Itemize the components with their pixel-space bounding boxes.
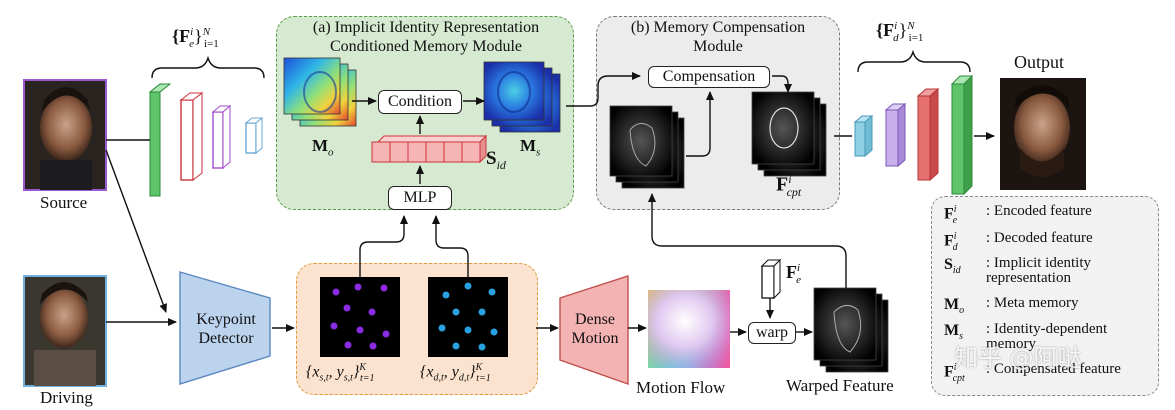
- output-image: [1000, 78, 1086, 190]
- identity-memory-label: Ms: [520, 136, 541, 159]
- panel-b-title-line2: Module: [693, 38, 743, 55]
- legend-panel: [931, 196, 1159, 396]
- legend-row-encoded: Fie : Encoded feature: [944, 203, 1092, 226]
- legend-text-compensated: : Compensated feature: [986, 361, 1121, 377]
- warped-feature-stack-b: [609, 105, 685, 189]
- dense-motion-label: Dense Motion: [564, 310, 626, 348]
- meta-memory-label: Mo: [312, 136, 334, 159]
- output-label: Output: [1014, 52, 1065, 72]
- condition-box: Condition: [378, 90, 462, 114]
- condition-label: Condition: [387, 93, 452, 110]
- panel-a-title: (a) Implicit Identity Representation Con…: [287, 18, 565, 56]
- panel-b-title: (b) Memory Compensation Module: [600, 18, 836, 56]
- warp-label: warp: [756, 324, 788, 341]
- motion-flow-label: Motion Flow: [636, 378, 726, 397]
- keypoint-detector-line2: Detector: [198, 330, 254, 347]
- legend-row-identity-memory: Ms : Identity-dependent memory: [944, 322, 1146, 352]
- identity-vector: [371, 134, 488, 164]
- compensated-feature-stack: [751, 91, 827, 177]
- compensated-feature-label: Ficpt: [776, 172, 802, 199]
- source-keypoints-image: [320, 277, 400, 357]
- legend-text-decoded: : Decoded feature: [986, 230, 1093, 246]
- warp-box: warp: [748, 322, 796, 344]
- mlp-box: MLP: [388, 186, 452, 210]
- legend: Fie : Encoded feature Fid : Decoded feat…: [944, 204, 1154, 390]
- source-keypoints-label: {xs,t, ys,t}Kt=1: [306, 362, 375, 384]
- keypoint-detector-line1: Keypoint: [196, 311, 256, 328]
- warped-feature-label: Warped Feature: [786, 376, 894, 395]
- mlp-label: MLP: [403, 189, 437, 206]
- legend-row-compensated: Ficpt : Compensated feature: [944, 361, 1121, 384]
- driving-keypoints-label: {xd,t, yd,t}Kt=1: [420, 362, 491, 384]
- encoded-feature-block: [760, 258, 782, 300]
- driving-image: [23, 275, 107, 387]
- driving-label: Driving: [40, 388, 93, 407]
- warped-feature-stack: [813, 287, 889, 373]
- source-image: [23, 79, 107, 191]
- legend-text-identity: : Implicit identity representation: [986, 255, 1091, 286]
- dense-motion-shape: [559, 275, 629, 385]
- panel-a-title-line1: (a) Implicit Identity Representation: [312, 19, 540, 36]
- compensation-box: Compensation: [648, 66, 770, 88]
- dense-motion-line1: Dense: [575, 311, 615, 328]
- keypoint-detector-shape: [179, 271, 271, 385]
- compensation-label: Compensation: [662, 68, 756, 85]
- motion-flow-image: [648, 290, 730, 368]
- decoder-label: {Fid}Ni=1: [876, 20, 924, 44]
- decoder-blocks: [853, 74, 974, 196]
- encoder-brace: [151, 55, 265, 79]
- panel-a-title-line2: Conditioned Memory Module: [330, 38, 522, 55]
- legend-text-encoded: : Encoded feature: [986, 203, 1092, 219]
- legend-text-meta: : Meta memory: [986, 295, 1079, 311]
- watermark: 知乎 @阿哒: [954, 344, 1082, 372]
- decoder-brace: [857, 49, 971, 73]
- keypoint-detector-label: Keypoint Detector: [186, 310, 266, 348]
- driving-keypoints-image: [428, 277, 508, 357]
- identity-vector-label: Sid: [486, 148, 506, 172]
- encoded-feature-label: Fie: [786, 262, 801, 286]
- legend-text-identity-memory: : Identity-dependent memory: [986, 321, 1108, 352]
- source-label: Source: [40, 193, 88, 212]
- encoder-label: {Fie}Ni=1: [172, 26, 219, 50]
- panel-b-title-line1: (b) Memory Compensation: [630, 19, 806, 36]
- dense-motion-line2: Motion: [571, 330, 619, 347]
- encoder-blocks: [148, 82, 264, 198]
- identity-memory-stack: [483, 61, 561, 133]
- legend-row-meta: Mo : Meta memory: [944, 295, 1079, 317]
- meta-memory-stack: [283, 57, 357, 127]
- legend-row-identity: Sid : Implicit identity representation: [944, 256, 1146, 286]
- legend-row-decoded: Fid : Decoded feature: [944, 230, 1093, 253]
